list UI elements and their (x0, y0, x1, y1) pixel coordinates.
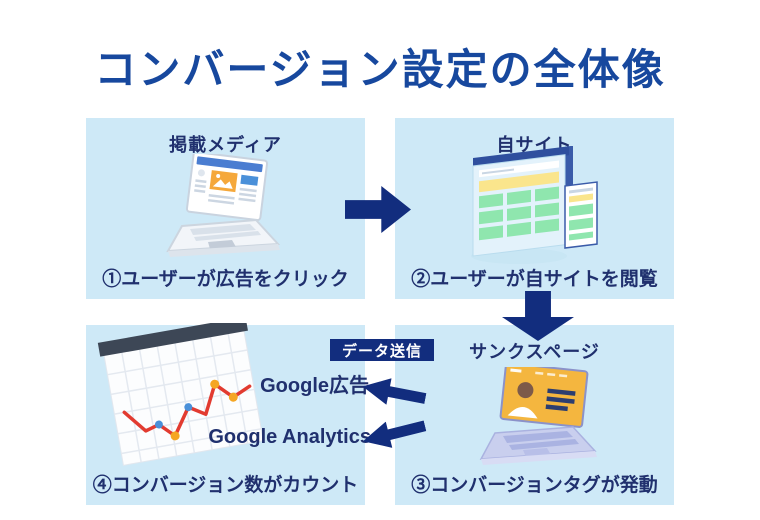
panel-thanks-page: サンクスページ ③コンバージョンタグが発動 (395, 325, 674, 505)
step2-caption: ②ユーザーが自サイトを閲覧 (411, 269, 658, 290)
step3-caption: ③コンバージョンタグが発動 (411, 475, 658, 496)
panel-own-site: 自サイト (395, 118, 674, 299)
page-title: コンバージョン設定の全体像 (94, 46, 666, 93)
thanks-page-header: サンクスページ (469, 342, 600, 362)
website-wireframes-icon (471, 146, 598, 264)
panel-publisher-media: 掲載メディア (86, 118, 365, 299)
google-ads-label: Google広告 (260, 375, 369, 397)
laptop-thanks-page-icon (479, 367, 597, 465)
panel-conversion-count: Google広告 Google Analytics ④コンバージョン数がカウント (86, 323, 371, 505)
publisher-media-header: 掲載メディア (169, 135, 282, 155)
data-send-badge: データ送信 (330, 339, 434, 361)
step4-caption: ④コンバージョン数がカウント (92, 475, 359, 496)
line-chart-board-icon (97, 323, 263, 466)
google-analytics-label: Google Analytics (208, 426, 371, 448)
laptop-ad-icon (166, 154, 281, 257)
step1-caption: ①ユーザーが広告をクリック (102, 269, 349, 290)
